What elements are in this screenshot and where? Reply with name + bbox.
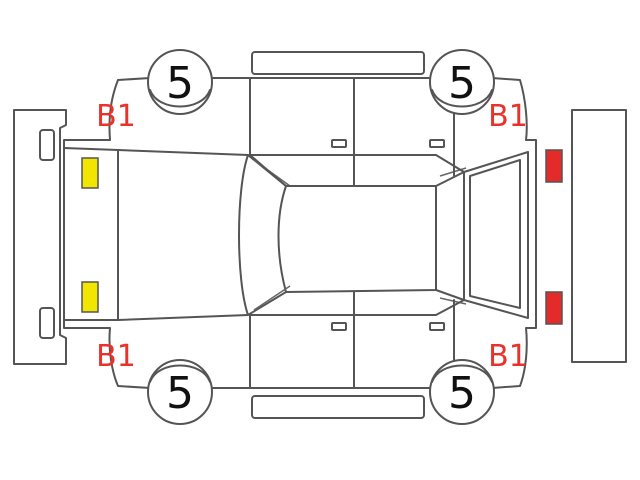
wheel-rear-left-grade: 5	[448, 58, 476, 109]
lower-side-step	[251, 395, 425, 419]
rear-right-lamp	[545, 291, 563, 325]
wheel-rear-left: 5	[429, 49, 495, 115]
wheel-rear-right-grade: 5	[448, 368, 476, 419]
rear-left-lamp	[545, 149, 563, 183]
front-left-lamp	[81, 157, 99, 189]
windshield	[238, 154, 287, 316]
mark-front-left: B1	[96, 99, 136, 134]
mark-rear-left: B1	[488, 99, 528, 134]
wheel-front-left: 5	[147, 49, 213, 115]
upper-side-doors	[249, 77, 465, 187]
wheel-front-right: 5	[147, 359, 213, 425]
front-bumper	[13, 109, 67, 365]
rear-window	[435, 171, 465, 301]
wheel-front-left-grade: 5	[166, 58, 194, 109]
front-right-lamp	[81, 281, 99, 313]
wheel-front-right-grade: 5	[166, 368, 194, 419]
roof	[285, 185, 437, 293]
lower-side-doors	[249, 291, 465, 389]
rear-bumper	[571, 109, 627, 363]
wheel-rear-right: 5	[429, 359, 495, 425]
hood	[117, 149, 249, 321]
tailgate	[463, 151, 529, 319]
mark-front-right: B1	[96, 339, 136, 374]
body-outline	[63, 77, 537, 389]
headlamp-panel	[63, 147, 119, 321]
mark-rear-right: B1	[488, 339, 528, 374]
upper-side-step	[251, 51, 425, 75]
